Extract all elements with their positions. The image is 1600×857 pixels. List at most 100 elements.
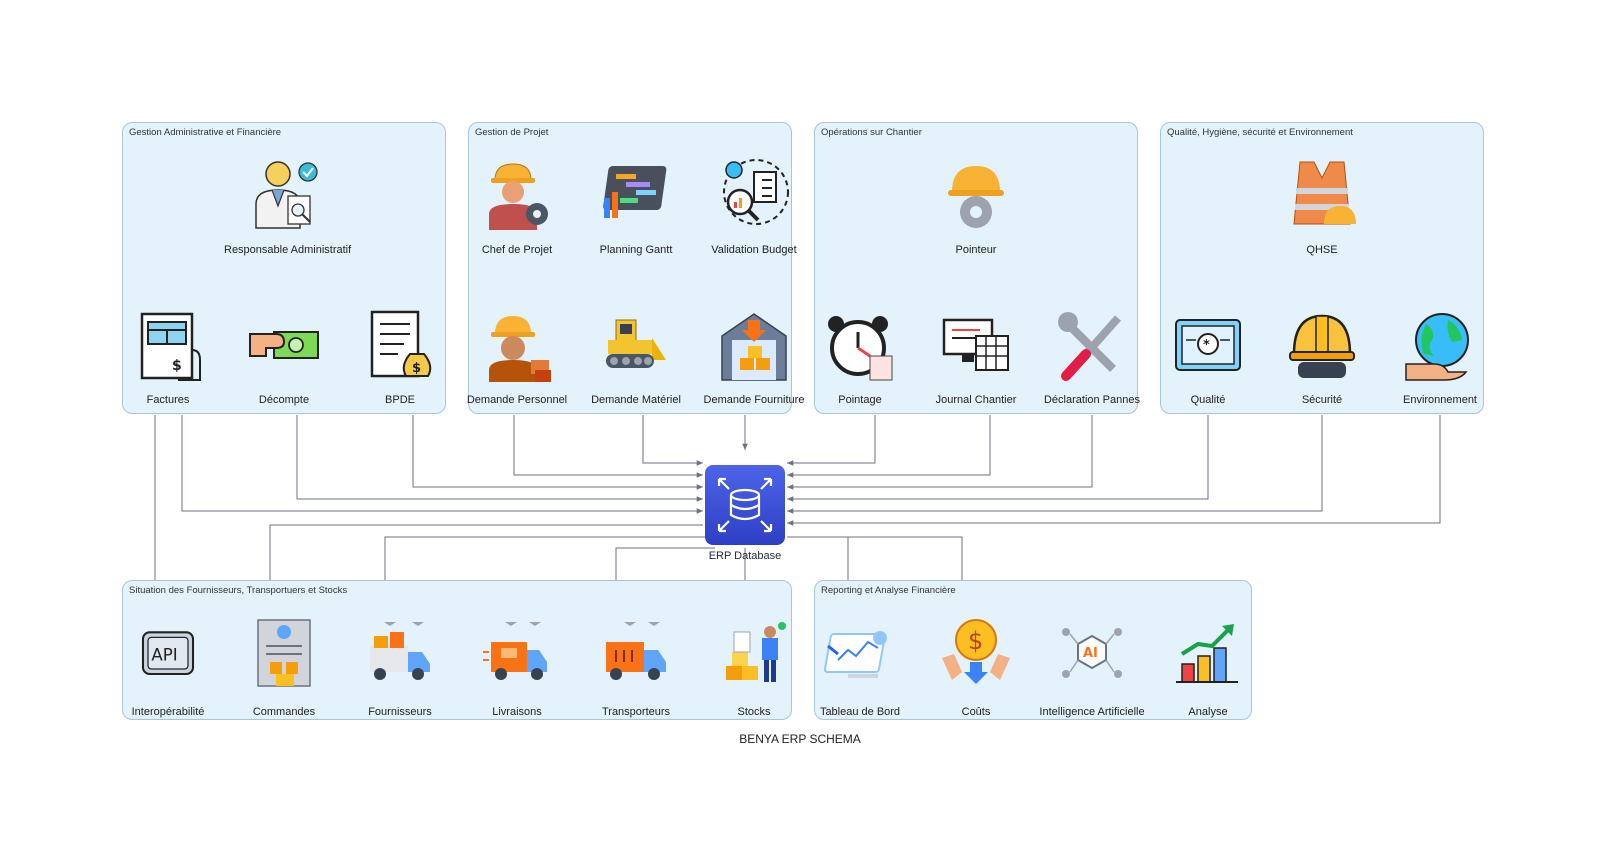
node-label: Stocks (737, 706, 771, 718)
node-intelligence-artificielle[interactable]: AI Intelligence Artificielle (1032, 618, 1152, 718)
erp-database-node[interactable] (705, 465, 785, 545)
node-demande-fourniture[interactable]: Demande Fourniture (694, 310, 814, 406)
node-label: Pointage (838, 394, 882, 406)
node-transporteurs[interactable]: Transporteurs (576, 618, 696, 718)
administrator-icon (255, 161, 318, 229)
diagram-title: BENYA ERP SCHEMA (739, 732, 861, 746)
document-money-bag-icon: $ (370, 310, 432, 378)
svg-text:$: $ (412, 361, 421, 376)
node-label: Intelligence Artificielle (1039, 706, 1145, 718)
node-label: Livraisons (492, 706, 542, 718)
node-label: Sécurité (1301, 394, 1343, 406)
dashboard-icon (824, 631, 887, 678)
node-pointage[interactable]: Pointage (800, 310, 920, 406)
node-factures[interactable]: $ Factures (108, 310, 228, 406)
cluster-title: Situation des Fournisseurs, Transportuer… (129, 585, 348, 596)
gantt-chart-icon (603, 166, 667, 218)
bar-chart-growth-icon (1176, 624, 1238, 683)
node-analyse[interactable]: Analyse (1148, 618, 1268, 718)
node-label: Fournisseurs (368, 706, 432, 718)
cluster-title: Qualité, Hygiène, sécurité et Environnem… (1167, 127, 1353, 138)
node-label: Coûts (961, 706, 991, 718)
node-securite[interactable]: Sécurité (1262, 310, 1382, 406)
node-label: Qualité (1190, 394, 1226, 406)
node-qualite[interactable]: * Qualité (1148, 310, 1268, 406)
api-icon: API (141, 631, 195, 676)
node-fournisseurs[interactable]: Fournisseurs (340, 618, 460, 718)
node-label: Factures (146, 394, 190, 406)
stock-boxes-icon (726, 622, 786, 682)
transport-truck-icon (606, 622, 666, 680)
node-couts[interactable]: $ Coûts (916, 618, 1036, 718)
node-label: Décompte (258, 394, 310, 406)
node-label: Tableau de Bord (819, 706, 901, 718)
node-stocks[interactable]: Stocks (694, 618, 814, 718)
payment-hand-icon (249, 331, 319, 359)
node-label: Responsable Administratif (224, 244, 352, 256)
node-demande-materiel[interactable]: Demande Matériel (576, 310, 696, 406)
engineer-gear-icon (489, 163, 548, 230)
node-validation-budget[interactable]: Validation Budget (694, 158, 814, 256)
warehouse-icon (721, 313, 787, 381)
node-label: BPDE (385, 394, 415, 406)
node-planning-gantt[interactable]: Planning Gantt (576, 158, 696, 256)
bulldozer-icon (606, 319, 666, 368)
svg-text:$: $ (968, 627, 983, 655)
node-declaration-pannes[interactable]: Déclaration Pannes (1032, 310, 1152, 406)
node-journal-chantier[interactable]: Journal Chantier (916, 310, 1036, 406)
supplier-truck-icon (370, 622, 430, 680)
node-label: Validation Budget (711, 244, 797, 256)
cluster-suppliers: Situation des Fournisseurs, Transportuer… (122, 580, 792, 720)
node-interoperabilite[interactable]: API Interopérabilité (108, 624, 228, 718)
svg-text:AI: AI (1083, 646, 1098, 661)
globe-hand-icon (1405, 313, 1469, 381)
ai-network-icon: AI (1062, 628, 1122, 678)
cluster-reporting: Reporting et Analyse Financière (814, 580, 1252, 720)
node-label: Transporteurs (601, 706, 671, 718)
node-qhse[interactable]: QHSE (1262, 158, 1382, 256)
database-icon (717, 477, 773, 533)
dollar-coin-hands-icon: $ (942, 619, 1010, 684)
node-label: Commandes (252, 706, 316, 718)
node-bpde[interactable]: $ BPDE (340, 310, 460, 406)
node-label: Demande Personnel (466, 394, 568, 406)
node-responsable-administratif[interactable]: Responsable Administratif (224, 158, 351, 256)
node-label: Analyse (1188, 706, 1228, 718)
node-label: Journal Chantier (935, 394, 1017, 406)
node-decompte[interactable]: Décompte (224, 310, 344, 406)
wrench-screwdriver-icon (1058, 312, 1121, 381)
node-livraisons[interactable]: Livraisons (457, 618, 577, 718)
delivery-truck-icon (483, 622, 547, 680)
node-demande-personnel[interactable]: Demande Personnel (457, 310, 577, 406)
checklist-magnifier-icon (723, 159, 789, 225)
node-label: Demande Matériel (591, 394, 681, 406)
safety-vest-icon (1293, 161, 1356, 225)
erp-database-label: ERP Database (708, 550, 782, 562)
node-label: Chef de Projet (481, 244, 553, 256)
node-label: Environnement (1403, 394, 1477, 406)
certificate-icon: * (1175, 319, 1241, 371)
node-label: Demande Fourniture (703, 394, 805, 406)
node-pointeur[interactable]: Pointeur (916, 158, 1036, 256)
node-label: Pointeur (955, 244, 997, 256)
cluster-title: Reporting et Analyse Financière (821, 585, 956, 596)
worker-icon (489, 316, 551, 382)
order-boxes-icon (257, 619, 311, 687)
svg-text:*: * (1203, 338, 1210, 353)
invoice-icon: $ (140, 312, 201, 381)
cluster-title: Opérations sur Chantier (821, 127, 922, 138)
cluster-title: Gestion Administrative et Financière (129, 127, 282, 138)
node-tableau-de-bord[interactable]: Tableau de Bord (800, 618, 920, 718)
node-label: Interopérabilité (131, 706, 205, 718)
svg-text:$: $ (172, 358, 182, 374)
node-chef-de-projet[interactable]: Chef de Projet (457, 158, 577, 256)
hard-hat-icon (1289, 314, 1355, 378)
computer-calendar-icon (942, 318, 1009, 371)
node-environnement[interactable]: Environnement (1380, 310, 1500, 406)
node-label: Déclaration Pannes (1043, 394, 1140, 406)
node-commandes[interactable]: Commandes (224, 618, 344, 718)
svg-text:API: API (151, 646, 177, 665)
alarm-clock-icon (828, 316, 893, 381)
helmet-gear-icon (948, 166, 1004, 228)
cluster-title: Gestion de Projet (475, 127, 549, 138)
